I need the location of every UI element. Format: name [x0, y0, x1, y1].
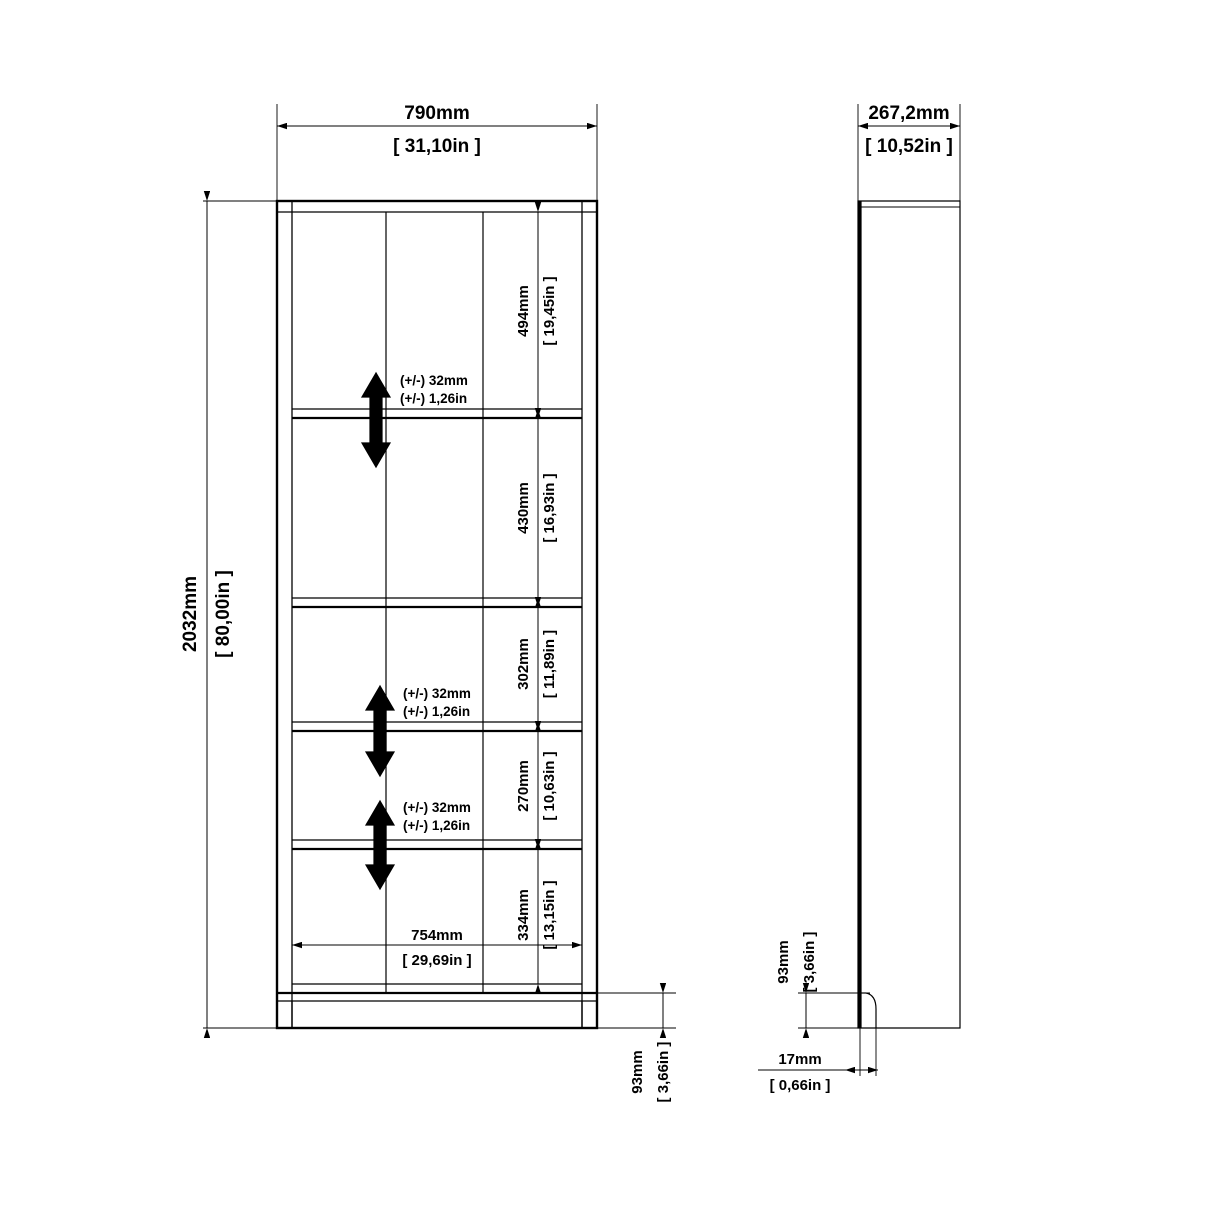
opening-5-mm: 334mm: [515, 889, 532, 941]
adjust-note-1-in: (+/-) 1,26in: [400, 391, 467, 406]
dim-opening-3: 302mm [ 11,89in ]: [515, 597, 558, 732]
bottom-panel-and-plinth: [277, 983, 597, 1028]
dim-opening-1: 494mm [ 19,45in ]: [515, 202, 558, 419]
dim-side-depth: 267,2mm [ 10,52in ]: [857, 103, 961, 205]
adjust-note-2-in: (+/-) 1,26in: [403, 704, 470, 719]
shelf-2: [292, 597, 582, 609]
side-plinth-notch: [865, 992, 877, 1028]
opening-3-in: [ 11,89in ]: [541, 630, 558, 698]
front-view-cabinet: [275, 199, 599, 1030]
opening-2-mm: 430mm: [515, 482, 532, 534]
opening-1-in: [ 19,45in ]: [541, 276, 558, 345]
adjust-note-3-in: (+/-) 1,26in: [403, 818, 470, 833]
dim-opening-2: 430mm [ 16,93in ]: [515, 408, 558, 608]
overall-width-mm: 790mm: [404, 103, 470, 124]
panel-thickness-in: [ 0,66in ]: [770, 1077, 831, 1094]
interior-width-in: [ 29,69in ]: [402, 952, 471, 969]
opening-4-mm: 270mm: [515, 760, 532, 812]
dim-interior-width: 754mm [ 29,69in ]: [292, 927, 582, 969]
interior-width-mm: 754mm: [411, 927, 463, 944]
overall-height-in: [ 80,00in ]: [213, 570, 234, 658]
double-arrow-icon: [364, 684, 396, 778]
side-plinth-mm: 93mm: [775, 940, 792, 983]
double-arrow-icon: [360, 371, 392, 469]
double-arrow-icon: [364, 799, 396, 891]
opening-4-in: [ 10,63in ]: [541, 751, 558, 820]
dim-overall-width: 790mm [ 31,10in ]: [276, 103, 598, 205]
adjust-note-2-mm: (+/-) 32mm: [403, 686, 471, 701]
adjustable-arrow-3: [364, 799, 396, 891]
side-plinth-in: [ 3,66in ]: [801, 932, 818, 993]
adjustable-arrow-2: [364, 684, 396, 778]
side-depth-in: [ 10,52in ]: [865, 136, 953, 157]
shelf-3: [292, 721, 582, 733]
side-outer-outline: [857, 200, 961, 1029]
shelf-4: [292, 839, 582, 851]
dim-front-plinth-height: 93mm [ 3,66in ]: [597, 983, 676, 1103]
dim-opening-4: 270mm [ 10,63in ]: [515, 721, 558, 850]
side-view-cabinet: [857, 200, 961, 1029]
panel-thickness-mm: 17mm: [778, 1051, 821, 1068]
dim-side-plinth-height: 93mm [ 3,66in ]: [775, 932, 880, 1038]
dim-panel-thickness: 17mm [ 0,66in ]: [758, 1000, 878, 1094]
overall-width-in: [ 31,10in ]: [393, 136, 481, 157]
opening-1-mm: 494mm: [515, 285, 532, 337]
opening-3-mm: 302mm: [515, 638, 532, 690]
front-outer-carcass: [275, 199, 599, 1030]
opening-2-in: [ 16,93in ]: [541, 473, 558, 542]
front-plinth-mm: 93mm: [629, 1050, 646, 1093]
dim-opening-5: 334mm [ 13,15in ]: [515, 839, 558, 994]
dim-overall-height: 2032mm [ 80,00in ]: [180, 191, 283, 1038]
side-depth-mm: 267,2mm: [868, 103, 949, 124]
adjust-note-3-mm: (+/-) 32mm: [403, 800, 471, 815]
shelf-1: [292, 408, 582, 420]
adjust-note-1-mm: (+/-) 32mm: [400, 373, 468, 388]
adjustable-arrow-1: [360, 371, 392, 469]
opening-5-in: [ 13,15in ]: [541, 880, 558, 949]
front-plinth-in: [ 3,66in ]: [655, 1042, 672, 1103]
overall-height-mm: 2032mm: [180, 576, 201, 652]
